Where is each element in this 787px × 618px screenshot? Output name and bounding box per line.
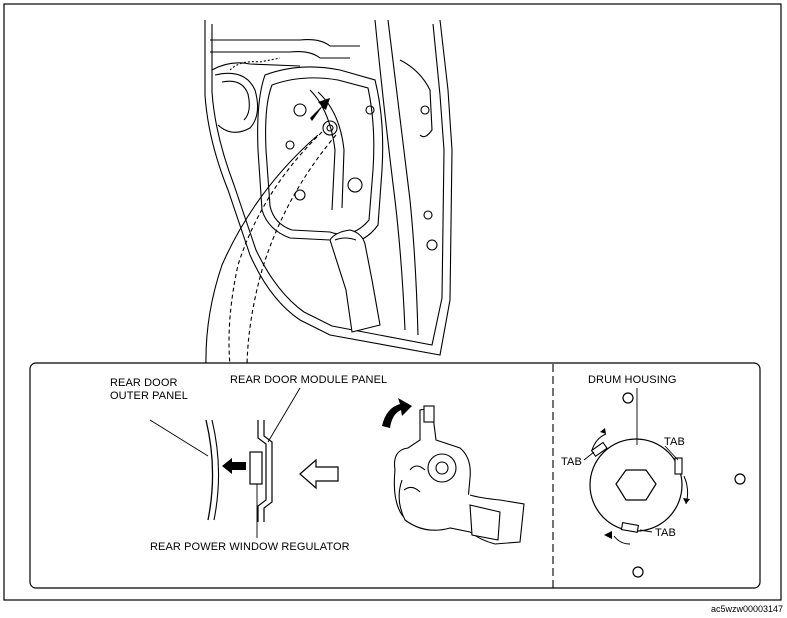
rotate-arrow bbox=[382, 398, 412, 428]
removal-arrow bbox=[222, 458, 246, 474]
tab-bottom-label: TAB bbox=[655, 527, 676, 539]
drum-housing bbox=[589, 392, 746, 578]
figure-code: ac5wzw00003147 bbox=[710, 604, 783, 614]
hand-drum-illustration bbox=[393, 405, 525, 545]
drum-tabs bbox=[590, 441, 683, 533]
outer-panel-section bbox=[205, 419, 214, 521]
callout-lines bbox=[205, 131, 337, 366]
outer-frame bbox=[3, 3, 782, 601]
regulator-label: REAR POWER WINDOW REGULATOR bbox=[150, 541, 350, 553]
door-arrow bbox=[310, 98, 330, 121]
outer-panel-label-line2: OUTER PANEL bbox=[110, 390, 188, 402]
tab-left-label: TAB bbox=[561, 456, 582, 468]
module-panel-label: REAR DOOR MODULE PANEL bbox=[230, 374, 388, 386]
drum-housing-label: DRUM HOUSING bbox=[588, 374, 677, 386]
tab-right-label: TAB bbox=[664, 436, 685, 448]
outer-panel-label-line1: REAR DOOR bbox=[110, 377, 178, 389]
door-illustration bbox=[204, 19, 453, 356]
module-panel-section bbox=[249, 420, 273, 522]
direction-arrow bbox=[299, 458, 339, 490]
